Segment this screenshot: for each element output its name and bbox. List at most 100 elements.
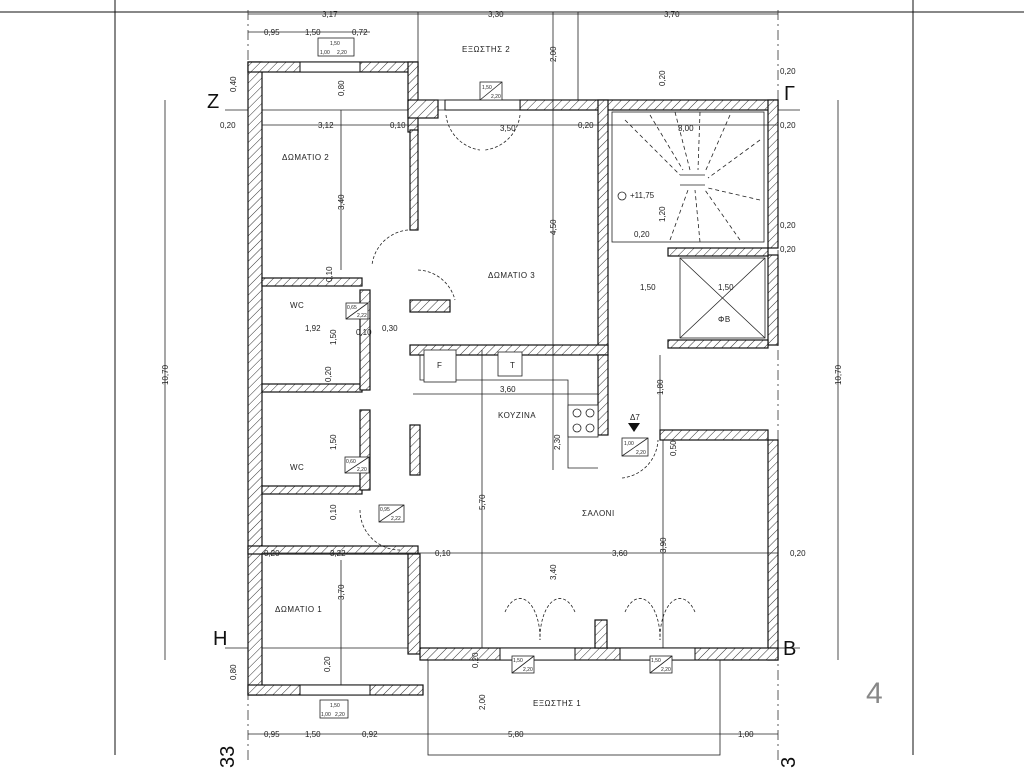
svg-text:1,50: 1,50 (640, 283, 656, 292)
svg-text:0,10: 0,10 (390, 121, 406, 130)
room-label-bedroom-1: ΔΩΜΑΤΙΟ 1 (275, 605, 322, 614)
dim-bottom-4: 5,80 (508, 730, 524, 739)
svg-text:0,10: 0,10 (325, 266, 334, 282)
fridge-label: F (437, 361, 442, 370)
svg-text:0,20: 0,20 (790, 549, 806, 558)
svg-text:2,20: 2,20 (335, 712, 345, 718)
svg-text:3,12: 3,12 (318, 121, 334, 130)
dim-bottom-2: 1,50 (305, 730, 321, 739)
opening-tag-salon-door: 1,00 2,20 (621, 437, 649, 457)
section-marker: Δ7 (630, 413, 640, 422)
svg-text:0,20: 0,20 (780, 221, 796, 230)
svg-text:0,20: 0,20 (634, 230, 650, 239)
axis-label-eta: Η (213, 628, 227, 650)
svg-text:0,20: 0,20 (323, 656, 332, 672)
door-swings (359, 114, 696, 641)
svg-text:2,00: 2,00 (549, 46, 558, 62)
opening-tag-balcony-door-1: 1,50 2,20 (511, 655, 535, 674)
svg-text:4,50: 4,50 (549, 219, 558, 235)
opening-tag-bottom-left: 1,50 1,00 2,20 (319, 699, 349, 719)
svg-text:1,92: 1,92 (305, 324, 321, 333)
room-label-kitchen: ΚΟΥΖΙΝΑ (498, 411, 536, 420)
level-marker: +11,75 (630, 191, 655, 200)
svg-text:0,65: 0,65 (347, 305, 357, 311)
svg-text:0,80: 0,80 (337, 80, 346, 96)
dim-left-total: 10,70 (161, 364, 170, 385)
svg-text:0,10: 0,10 (329, 504, 338, 520)
svg-text:3,40: 3,40 (549, 564, 558, 580)
svg-text:0,95: 0,95 (380, 507, 390, 513)
svg-text:2,20: 2,20 (357, 467, 367, 473)
edge-mark-right: 3 (778, 757, 800, 768)
svg-text:2,20: 2,20 (491, 94, 501, 100)
svg-text:2,00: 2,00 (478, 694, 487, 710)
opening-tag-top-left: 1,50 1,00 2,20 (317, 37, 355, 57)
svg-text:1,80: 1,80 (656, 379, 665, 395)
svg-text:2,20: 2,20 (661, 667, 671, 673)
kitchen-counter (419, 349, 599, 469)
svg-text:1,50: 1,50 (329, 329, 338, 345)
svg-text:0,20: 0,20 (658, 70, 667, 86)
edge-mark-left: 33 (217, 746, 239, 768)
dim-bottom-1: 0,95 (264, 730, 280, 739)
svg-text:1,50: 1,50 (330, 41, 340, 47)
room-label-living: ΣΑΛΟΝΙ (582, 509, 615, 518)
opening-tag-wc-top: 0,65 2,22 (345, 302, 369, 320)
room-label-balcony-2: ΕΞΩΣΤΗΣ 2 (462, 45, 510, 54)
svg-text:0,10: 0,10 (356, 328, 372, 337)
dim-top-1: 3,17 (322, 10, 338, 19)
svg-text:0,20: 0,20 (264, 549, 280, 558)
opening-tag-balcony-door-2: 1,50 2,20 (649, 655, 673, 674)
svg-text:2,22: 2,22 (357, 313, 367, 319)
section-marker-arrow-icon (628, 423, 640, 432)
svg-text:0,20: 0,20 (578, 121, 594, 130)
svg-text:3,40: 3,40 (337, 194, 346, 210)
svg-text:0,40: 0,40 (229, 76, 238, 92)
svg-text:0,20: 0,20 (471, 652, 480, 668)
room-label-balcony-1: ΕΞΩΣΤΗΣ 1 (533, 699, 581, 708)
svg-text:1,50: 1,50 (329, 434, 338, 450)
svg-text:0,20: 0,20 (780, 245, 796, 254)
axis-label-gamma: Γ (784, 83, 795, 105)
svg-text:1,50: 1,50 (330, 703, 340, 709)
svg-text:0,20: 0,20 (780, 121, 796, 130)
level-marker-icon (617, 191, 627, 201)
svg-text:3,90: 3,90 (659, 537, 668, 553)
svg-text:3,22: 3,22 (330, 549, 346, 558)
svg-text:3,50: 3,50 (500, 124, 516, 133)
room-label-bedroom-2: ΔΩΜΑΤΙΟ 2 (282, 153, 329, 162)
svg-text:2,20: 2,20 (636, 450, 646, 456)
axis-label-beta: Β (783, 638, 796, 660)
svg-text:0,20: 0,20 (324, 366, 333, 382)
opening-tag-wc-bottom: 0,60 2,20 (344, 456, 370, 474)
svg-text:0,20: 0,20 (780, 67, 796, 76)
dim-right-total: 10,70 (834, 364, 843, 385)
svg-text:1,20: 1,20 (658, 206, 667, 222)
svg-text:2,20: 2,20 (337, 50, 347, 56)
misc-dimensions: 0,40 0,80 0,20 3,12 0,10 3,50 0,20 3,00 … (220, 46, 806, 710)
elevator-shaft (679, 257, 766, 339)
room-label-bedroom-3: ΔΩΜΑΤΙΟ 3 (488, 271, 535, 280)
dim-top-window-3: 0,72 (352, 28, 368, 37)
page-number: 4 (866, 677, 883, 710)
svg-text:5,70: 5,70 (478, 494, 487, 510)
dim-bottom-3: 0,92 (362, 730, 378, 739)
room-label-wc-top: WC (290, 301, 304, 310)
svg-text:1,50: 1,50 (651, 658, 661, 664)
svg-text:1,00: 1,00 (624, 441, 634, 447)
dim-top-window-2: 1,50 (305, 28, 321, 37)
opening-tag-top-mid: 1,50 2,20 (479, 81, 503, 101)
svg-text:0,50: 0,50 (669, 440, 678, 456)
dim-top-3: 3,70 (664, 10, 680, 19)
svg-text:3,60: 3,60 (500, 385, 516, 394)
room-label-wc-bottom: WC (290, 463, 304, 472)
svg-text:2,22: 2,22 (391, 516, 401, 522)
dim-top-2: 3,30 (488, 10, 504, 19)
dim-bottom-5: 1,00 (738, 730, 754, 739)
svg-text:0,80: 0,80 (229, 664, 238, 680)
windows (299, 61, 696, 696)
svg-text:1,50: 1,50 (482, 85, 492, 91)
svg-text:3,60: 3,60 (612, 549, 628, 558)
sink-icon: T (510, 361, 515, 370)
